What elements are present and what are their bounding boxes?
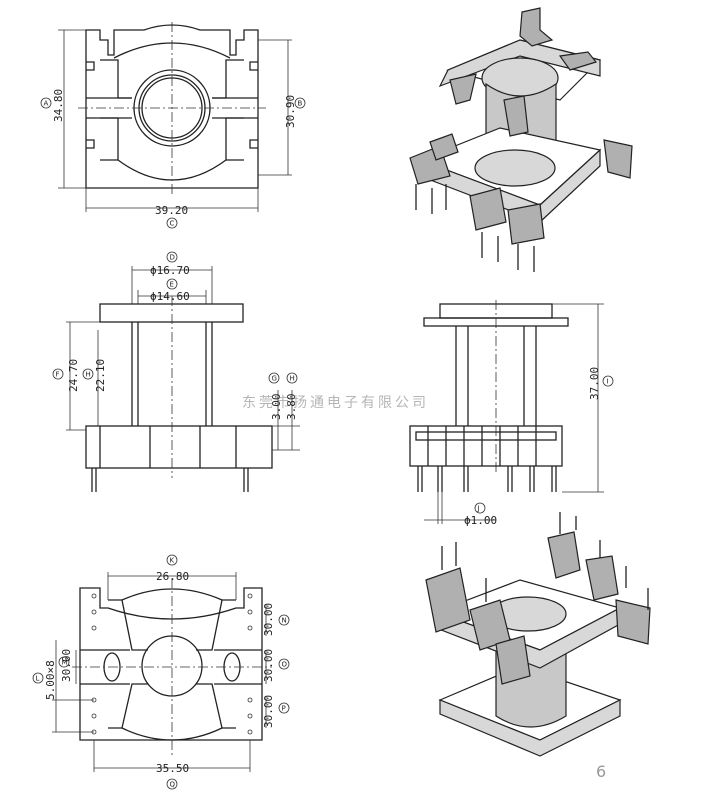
tag-front-base-a: G xyxy=(272,375,277,383)
tag-bottom-left-row: M xyxy=(62,659,68,667)
dim-top-height: 34.80 xyxy=(52,89,65,122)
side-view: 37.00 I ϕ1.00 J xyxy=(409,300,614,527)
dim-front-winding-h: 22.10 xyxy=(94,359,107,392)
tag-top-width: C xyxy=(170,220,175,228)
page-number: 6 xyxy=(596,762,607,781)
watermark: 东莞市扬通电子有限公司 xyxy=(242,395,429,411)
tag-front-winding-h: H xyxy=(86,371,91,379)
dim-front-inner-dia: ϕ14.60 xyxy=(150,290,190,303)
dim-bottom-pitch: 5.00×8 xyxy=(44,660,57,700)
dim-front-base-b: 3.80 xyxy=(285,394,298,421)
tag-bottom-pitch: L xyxy=(36,675,40,683)
tag-front-inner-dia: E xyxy=(170,281,174,289)
tag-top-pin-span: B xyxy=(298,100,303,108)
isometric-bottom xyxy=(425,512,651,757)
dim-bottom-right-row-b: 30.00 xyxy=(262,649,275,682)
front-view: ϕ16.70 D ϕ14.60 E 24.70 F 22.10 H 3.00 G… xyxy=(52,251,300,492)
tag-bottom-right-row-c: P xyxy=(282,705,286,713)
dim-bottom-inner-w: 26.80 xyxy=(156,570,189,583)
tag-bottom-right-row-b: O xyxy=(282,661,288,669)
tag-front-outer-dia: D xyxy=(170,254,175,262)
tag-front-base-b: H xyxy=(290,375,295,383)
isometric-top xyxy=(409,7,633,272)
dim-bottom-right-row-c: 30.00 xyxy=(262,695,275,728)
top-view: 34.80 A 39.20 C 30.90 B xyxy=(40,22,306,229)
dim-side-height: 37.00 xyxy=(588,367,601,400)
dim-bottom-right-row-a: 30.00 xyxy=(262,603,275,636)
tag-bottom-outer-w: Q xyxy=(170,781,176,789)
dim-front-total-h: 24.70 xyxy=(67,359,80,392)
dim-front-outer-dia: ϕ16.70 xyxy=(150,264,190,277)
dim-bottom-outer-w: 35.50 xyxy=(156,762,189,775)
dim-front-base-a: 3.00 xyxy=(270,394,283,421)
tag-bottom-inner-w: K xyxy=(170,557,175,565)
dim-top-pin-span: 30.90 xyxy=(284,95,297,128)
tag-side-height: I xyxy=(607,378,609,386)
tag-side-pin-dia: J xyxy=(477,505,480,513)
dim-side-pin-dia: ϕ1.00 xyxy=(464,514,497,527)
dim-top-width: 39.20 xyxy=(155,204,188,217)
bottom-view: 26.80 K 5.00×8 L 30.00 M 30.00 N 30.00 O… xyxy=(32,554,290,790)
tag-front-total-h: F xyxy=(56,371,60,379)
tag-top-height: A xyxy=(44,100,49,108)
tag-bottom-right-row-a: N xyxy=(282,617,287,625)
